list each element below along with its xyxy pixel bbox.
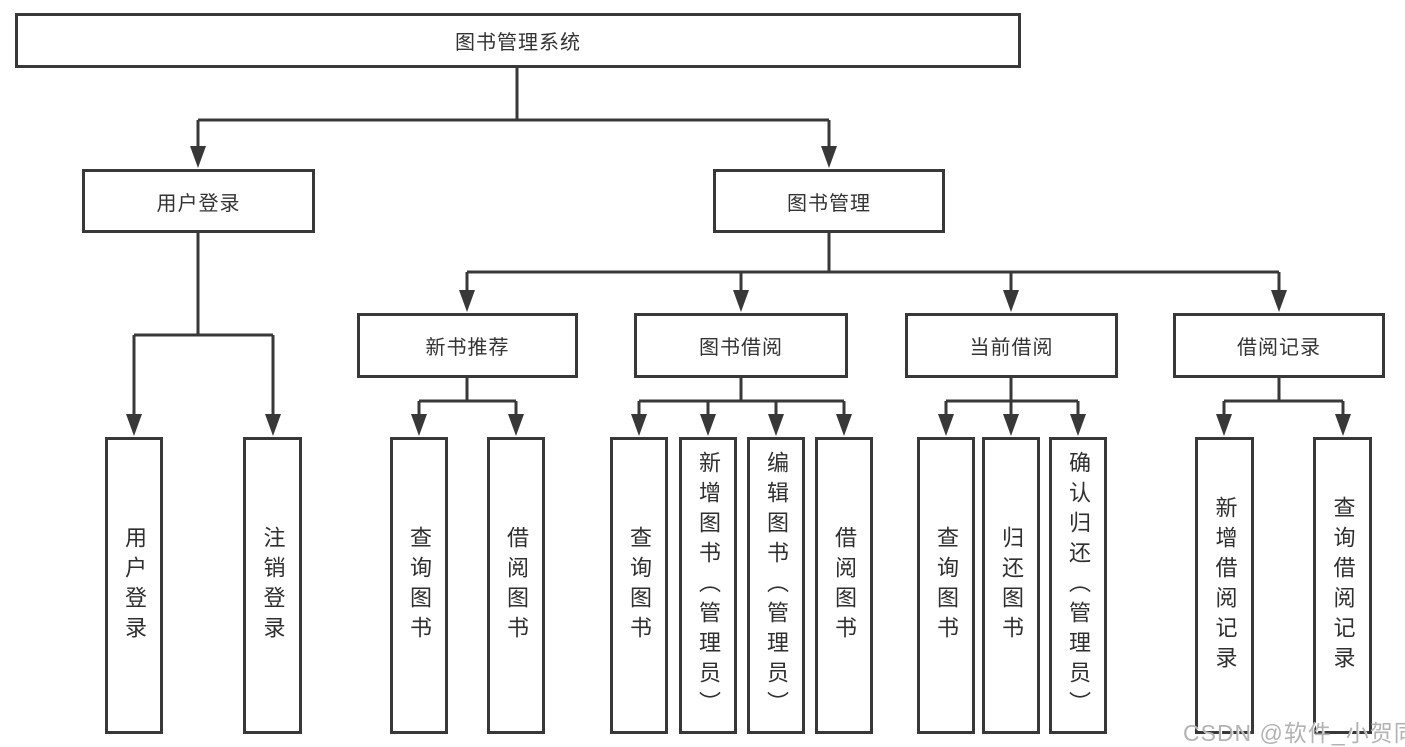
leaf-newbooks-borrow-books: 借阅图书 xyxy=(487,437,545,734)
leaf-current-query-books-label: 查询图书 xyxy=(934,525,959,646)
leaf-borrowing-borrow-books-label: 借阅图书 xyxy=(832,525,857,646)
node-book-borrowing-label: 图书借阅 xyxy=(699,337,783,359)
leaf-current-query-books: 查询图书 xyxy=(917,437,975,734)
node-book-borrowing: 图书借阅 xyxy=(634,313,848,378)
arrowheads xyxy=(126,146,1351,436)
leaf-user-login: 用户登录 xyxy=(105,437,163,734)
node-new-book-recommend-label: 新书推荐 xyxy=(425,337,510,359)
node-new-book-recommend: 新书推荐 xyxy=(357,313,578,378)
node-root: 图书管理系统 xyxy=(15,13,1021,68)
leaf-records-query-record: 查询借阅记录 xyxy=(1313,437,1372,734)
leaf-current-confirm-return: 确认归还（管理员） xyxy=(1049,437,1107,734)
leaf-borrowing-borrow-books: 借阅图书 xyxy=(815,437,873,734)
leaf-borrowing-query-books-label: 查询图书 xyxy=(627,525,652,646)
node-book-management-label: 图书管理 xyxy=(787,192,871,215)
leaf-newbooks-query-books-label: 查询图书 xyxy=(407,525,432,646)
leaf-records-add-record-label: 新增借阅记录 xyxy=(1212,495,1238,676)
csdn-watermark: CSDN @软件_小贺同学 xyxy=(1183,720,1405,746)
leaf-user-login-label: 用户登录 xyxy=(122,525,147,646)
node-user-login: 用户登录 xyxy=(82,169,315,233)
leaf-logout-label: 注销登录 xyxy=(260,525,286,646)
leaf-borrowing-edit-books-label: 编辑图书（管理员） xyxy=(764,450,789,721)
node-current-borrowing-label: 当前借阅 xyxy=(969,337,1054,359)
leaf-borrowing-edit-books: 编辑图书（管理员） xyxy=(747,437,805,734)
leaf-current-return-books: 归还图书 xyxy=(982,437,1040,734)
leaf-logout: 注销登录 xyxy=(243,437,302,734)
leaf-newbooks-borrow-books-label: 借阅图书 xyxy=(504,525,529,646)
leaf-records-query-record-label: 查询借阅记录 xyxy=(1330,495,1356,676)
node-borrowing-records-label: 借阅记录 xyxy=(1237,337,1321,359)
leaf-borrowing-add-books-label: 新增图书（管理员） xyxy=(696,450,721,721)
leaf-current-return-books-label: 归还图书 xyxy=(999,525,1024,646)
node-user-login-label: 用户登录 xyxy=(156,192,241,215)
node-borrowing-records: 借阅记录 xyxy=(1173,313,1385,378)
node-root-label: 图书管理系统 xyxy=(455,32,581,54)
leaf-newbooks-query-books: 查询图书 xyxy=(390,437,448,734)
leaf-records-add-record: 新增借阅记录 xyxy=(1195,437,1254,734)
leaf-borrowing-add-books: 新增图书（管理员） xyxy=(679,437,737,734)
node-book-management: 图书管理 xyxy=(713,169,945,233)
node-current-borrowing: 当前借阅 xyxy=(905,313,1118,378)
leaf-borrowing-query-books: 查询图书 xyxy=(610,437,668,734)
leaf-current-confirm-return-label: 确认归还（管理员） xyxy=(1066,450,1091,721)
